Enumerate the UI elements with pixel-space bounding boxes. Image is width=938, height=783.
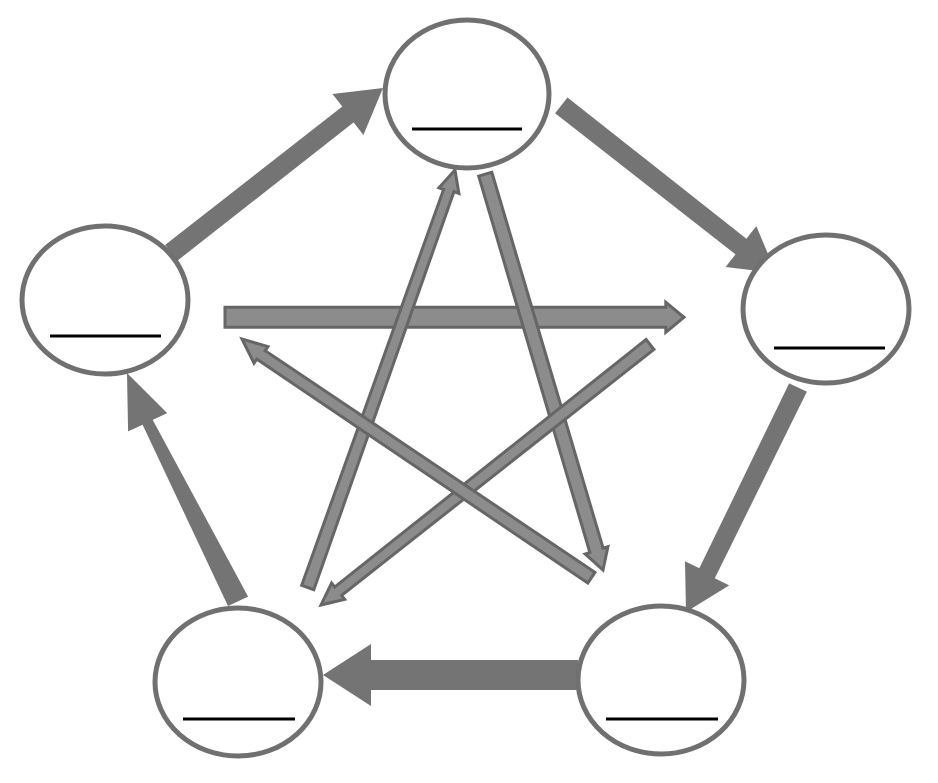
node-right (740, 232, 912, 386)
star-arrow-top-to-bottom-right (476, 170, 610, 573)
cycle-arrow-bottom-left-to-left (127, 373, 249, 606)
node-bottom-right (575, 603, 747, 757)
cycle-arrow-right-to-bottom-right (685, 383, 807, 612)
star-arrow-right-to-bottom-left (318, 337, 657, 608)
star-arrows (223, 166, 687, 608)
star-arrow-left-to-right (223, 299, 687, 336)
node-bottom-left (152, 605, 324, 759)
star-arrow-bottom-left-to-top (299, 166, 461, 592)
cycle-arrow-top-to-right (555, 97, 776, 273)
cycle-arrows (127, 88, 807, 706)
cycle-arrow-bottom-right-to-bottom-left (323, 644, 578, 706)
node-top (382, 17, 552, 171)
star-arrow-bottom-right-to-left (239, 336, 598, 586)
cycle-arrow-left-to-top (165, 88, 383, 261)
node-left (19, 223, 191, 377)
